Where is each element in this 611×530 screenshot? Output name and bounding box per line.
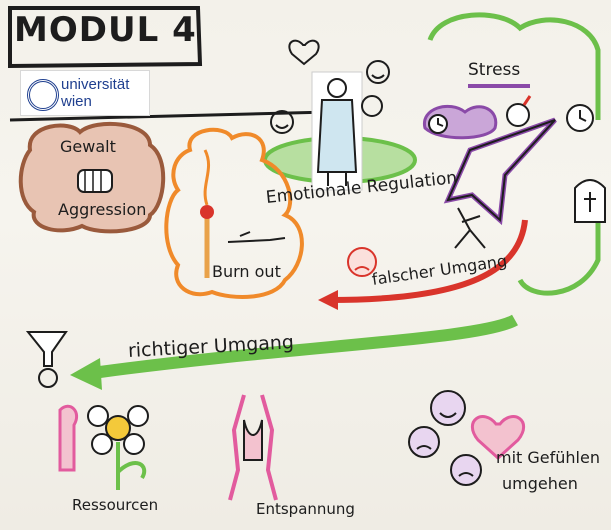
- clock-icon: [566, 104, 594, 132]
- small-stick-figure: [454, 207, 486, 249]
- logo-line1: universität: [61, 76, 130, 93]
- clock-icon: [428, 114, 448, 134]
- sad-face-icon: [347, 247, 377, 277]
- flower-icon: [87, 405, 149, 490]
- page-title: MODUL 4: [14, 10, 197, 50]
- label-gewalt: Gewalt: [60, 137, 116, 156]
- label-aggression: Aggression: [58, 200, 147, 219]
- title-box: [8, 6, 203, 69]
- crying-face-icon: [450, 454, 482, 486]
- stress-green-cloud: [427, 12, 601, 296]
- smiley-icon: [430, 390, 466, 426]
- university-logo: universität wien: [20, 70, 150, 116]
- label-entspannung: Entspannung: [256, 500, 355, 518]
- funnel-icon: [25, 331, 68, 388]
- label-umgehen: umgehen: [502, 474, 578, 493]
- smiley-icon: [361, 95, 383, 117]
- lying-figure: [227, 231, 286, 243]
- label-mit-gefuehlen: mit Gefühlen: [496, 448, 600, 467]
- fist-icon: [77, 169, 113, 193]
- smiley-icon: [366, 60, 390, 84]
- ressourcen-person: [58, 404, 79, 472]
- seal-icon: [27, 79, 59, 111]
- entspannung-figure: [228, 394, 278, 501]
- matchstick-icon: [200, 149, 214, 278]
- label-stress: Stress: [468, 60, 521, 80]
- richtiger-umgang-arrow: [99, 314, 518, 378]
- person-figure-icon: [311, 71, 363, 191]
- bomb-icon: [506, 95, 532, 127]
- heart-icon: [470, 415, 526, 461]
- label-burn-out: Burn out: [212, 262, 281, 281]
- smiley-icon: [270, 110, 294, 134]
- sad-face-icon: [408, 426, 440, 458]
- label-ressourcen: Ressourcen: [72, 496, 159, 514]
- heart-icon: [288, 39, 320, 66]
- logo-line2: wien: [61, 93, 92, 110]
- falscher-umgang-arrow: [329, 219, 528, 303]
- burnout-cloud: [164, 128, 304, 299]
- gravestone-icon: [574, 179, 606, 223]
